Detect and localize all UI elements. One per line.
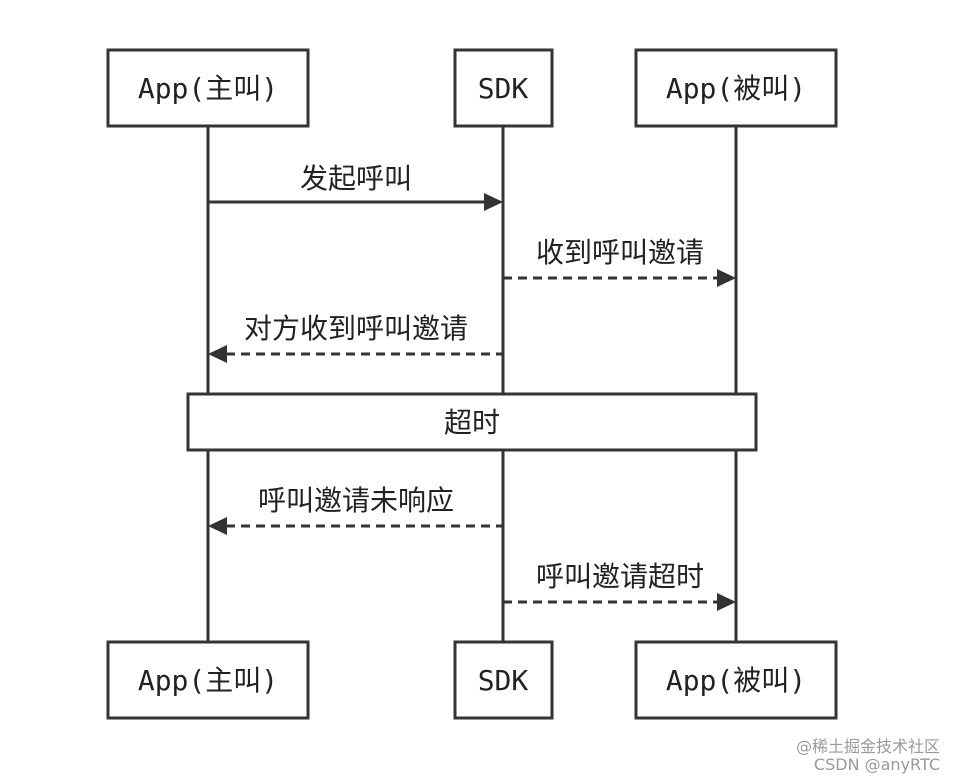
participant-bottom-sdk-label: SDK — [478, 664, 529, 697]
note-timeout-label: 超时 — [444, 406, 500, 439]
participant-bottom-callee: App(被叫) — [634, 640, 838, 720]
watermark-line1: @稀土掘金技术社区 — [796, 737, 940, 756]
participant-bottom-callee-label: App(被叫) — [666, 664, 806, 697]
message-invite-no-response-label: 呼叫邀请未响应 — [258, 484, 454, 517]
participant-top-callee-label: App(被叫) — [666, 72, 806, 105]
arrowhead-right — [717, 269, 736, 287]
arrowhead-left — [208, 345, 227, 363]
message-peer-received-invite-label: 对方收到呼叫邀请 — [244, 312, 468, 345]
message-invite-timeout: 呼叫邀请超时 — [503, 560, 736, 611]
arrowhead-right — [717, 593, 736, 611]
message-start-call: 发起呼叫 — [208, 162, 503, 211]
arrowhead-right — [484, 193, 503, 211]
participant-top-caller-label: App(主叫) — [138, 72, 278, 105]
message-invite-received-label: 收到呼叫邀请 — [536, 236, 704, 269]
message-start-call-label: 发起呼叫 — [300, 162, 412, 195]
message-invite-received: 收到呼叫邀请 — [503, 236, 736, 287]
arrowhead-left — [208, 517, 227, 535]
participant-bottom-caller: App(主叫) — [106, 640, 310, 720]
message-peer-received-invite: 对方收到呼叫邀请 — [208, 312, 503, 363]
participant-bottom-caller-label: App(主叫) — [138, 664, 278, 697]
participant-top-sdk-label: SDK — [478, 72, 529, 105]
participant-top-callee: App(被叫) — [634, 48, 838, 128]
watermark-line2: CSDN @anyRTC — [814, 755, 940, 774]
participant-bottom-sdk: SDK — [453, 640, 554, 720]
message-invite-timeout-label: 呼叫邀请超时 — [536, 560, 704, 593]
note-timeout: 超时 — [186, 392, 758, 452]
participant-top-caller: App(主叫) — [106, 48, 310, 128]
participant-top-sdk: SDK — [453, 48, 554, 128]
message-invite-no-response: 呼叫邀请未响应 — [208, 484, 503, 535]
